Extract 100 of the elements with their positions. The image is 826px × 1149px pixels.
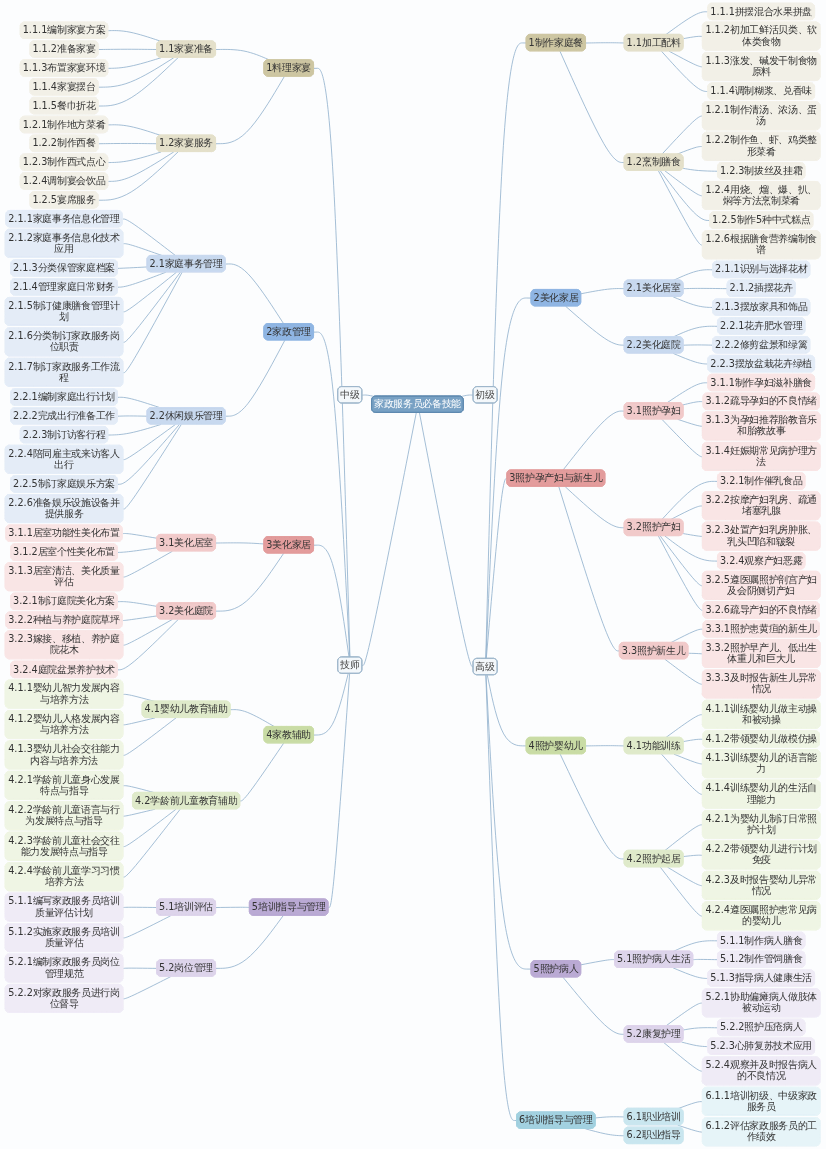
connector (677, 418, 704, 427)
connector (660, 866, 704, 917)
connector (123, 976, 172, 1000)
connector (225, 339, 286, 417)
connector (362, 394, 376, 397)
connector (117, 271, 167, 288)
connector (123, 967, 158, 969)
connector (108, 151, 162, 163)
connector (123, 808, 156, 817)
connector (419, 412, 475, 668)
connector (108, 151, 175, 182)
connector (123, 550, 174, 578)
connector (667, 866, 704, 887)
connector (660, 535, 704, 587)
connector (683, 854, 704, 857)
connector (460, 394, 475, 397)
connector (558, 486, 621, 652)
connector (683, 35, 704, 40)
connector (123, 915, 172, 939)
connector (670, 505, 704, 520)
connector (123, 424, 177, 461)
connector (123, 808, 181, 878)
connector (677, 1101, 704, 1110)
connector (683, 167, 719, 172)
connector (487, 674, 528, 747)
connector (122, 615, 158, 621)
connector (677, 1124, 704, 1133)
connector (215, 906, 251, 908)
connector (117, 547, 158, 553)
connector (673, 353, 709, 365)
connector (313, 544, 350, 658)
connector (665, 1002, 704, 1027)
connector (683, 533, 704, 537)
connector (215, 915, 284, 969)
connector (362, 412, 418, 666)
connector (215, 49, 271, 61)
connector (661, 418, 704, 458)
connector (658, 170, 704, 246)
connector (98, 48, 158, 50)
connector (664, 170, 704, 197)
connector (559, 50, 626, 163)
connector (683, 288, 729, 290)
connector (683, 344, 714, 346)
connector (123, 808, 177, 848)
connector (485, 674, 533, 970)
connector (661, 480, 719, 520)
connector (585, 745, 626, 747)
connector (664, 824, 704, 852)
connector (661, 753, 704, 795)
connector (123, 424, 183, 510)
connector (595, 1116, 626, 1119)
connector (664, 658, 704, 685)
connector (240, 742, 285, 802)
connector (681, 1041, 709, 1048)
connector (560, 753, 626, 860)
connector (585, 42, 626, 44)
connector (669, 50, 704, 68)
connector (673, 967, 709, 979)
connector (693, 959, 719, 961)
connector (313, 67, 351, 658)
connector (581, 959, 616, 966)
connector (123, 271, 178, 313)
connector (660, 170, 711, 221)
connector (486, 478, 509, 660)
connector (117, 415, 149, 417)
connector (665, 11, 709, 36)
connector (565, 486, 626, 529)
connector (123, 271, 182, 343)
connector (117, 618, 180, 671)
connector (117, 424, 181, 485)
connector (673, 269, 714, 281)
connector (328, 673, 351, 908)
connector (665, 714, 704, 739)
connector (670, 628, 705, 644)
connector (313, 673, 349, 736)
connector (585, 1128, 626, 1137)
connector (563, 976, 626, 1035)
connector (682, 401, 705, 406)
connector (122, 218, 177, 257)
connector (661, 115, 704, 155)
connector (98, 151, 179, 201)
connector (485, 674, 518, 1121)
connector (313, 331, 351, 658)
connector (117, 266, 149, 269)
connector (215, 76, 286, 145)
connector (215, 542, 266, 545)
connector (108, 57, 162, 69)
connector (683, 1027, 719, 1031)
connector (123, 618, 174, 646)
connector (122, 533, 158, 539)
connector (688, 652, 704, 655)
connector (562, 410, 626, 471)
connector (123, 906, 158, 908)
connector (117, 601, 158, 607)
connector (661, 50, 709, 92)
connector (98, 57, 179, 107)
connector (658, 535, 705, 611)
connector (98, 143, 158, 145)
connector (565, 305, 626, 346)
connector (123, 271, 183, 374)
